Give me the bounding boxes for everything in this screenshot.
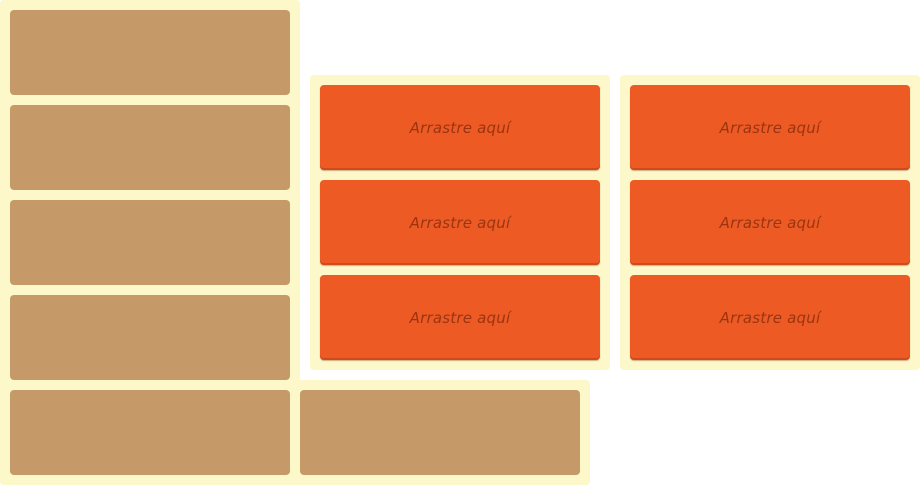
drop-zone-1-1[interactable]: Arrastre aquí	[320, 85, 600, 170]
drop-zone-label: Arrastre aquí	[719, 118, 821, 137]
source-tile-4[interactable]	[10, 295, 290, 380]
drop-zone-label: Arrastre aquí	[409, 118, 511, 137]
drop-zone-label: Arrastre aquí	[409, 213, 511, 232]
drop-zone-2-1[interactable]: Arrastre aquí	[630, 85, 910, 170]
drop-zone-label: Arrastre aquí	[409, 308, 511, 327]
drop-zone-1-3[interactable]: Arrastre aquí	[320, 275, 600, 360]
source-tile-2[interactable]	[10, 105, 290, 190]
drop-zone-2-2[interactable]: Arrastre aquí	[630, 180, 910, 265]
drop-zone-label: Arrastre aquí	[719, 308, 821, 327]
source-tile-6[interactable]	[300, 390, 580, 475]
drop-zone-2-3[interactable]: Arrastre aquí	[630, 275, 910, 360]
source-tile-3[interactable]	[10, 200, 290, 285]
drop-zone-1-2[interactable]: Arrastre aquí	[320, 180, 600, 265]
source-tile-5[interactable]	[10, 390, 290, 475]
source-tile-1[interactable]	[10, 10, 290, 95]
drop-zone-label: Arrastre aquí	[719, 213, 821, 232]
